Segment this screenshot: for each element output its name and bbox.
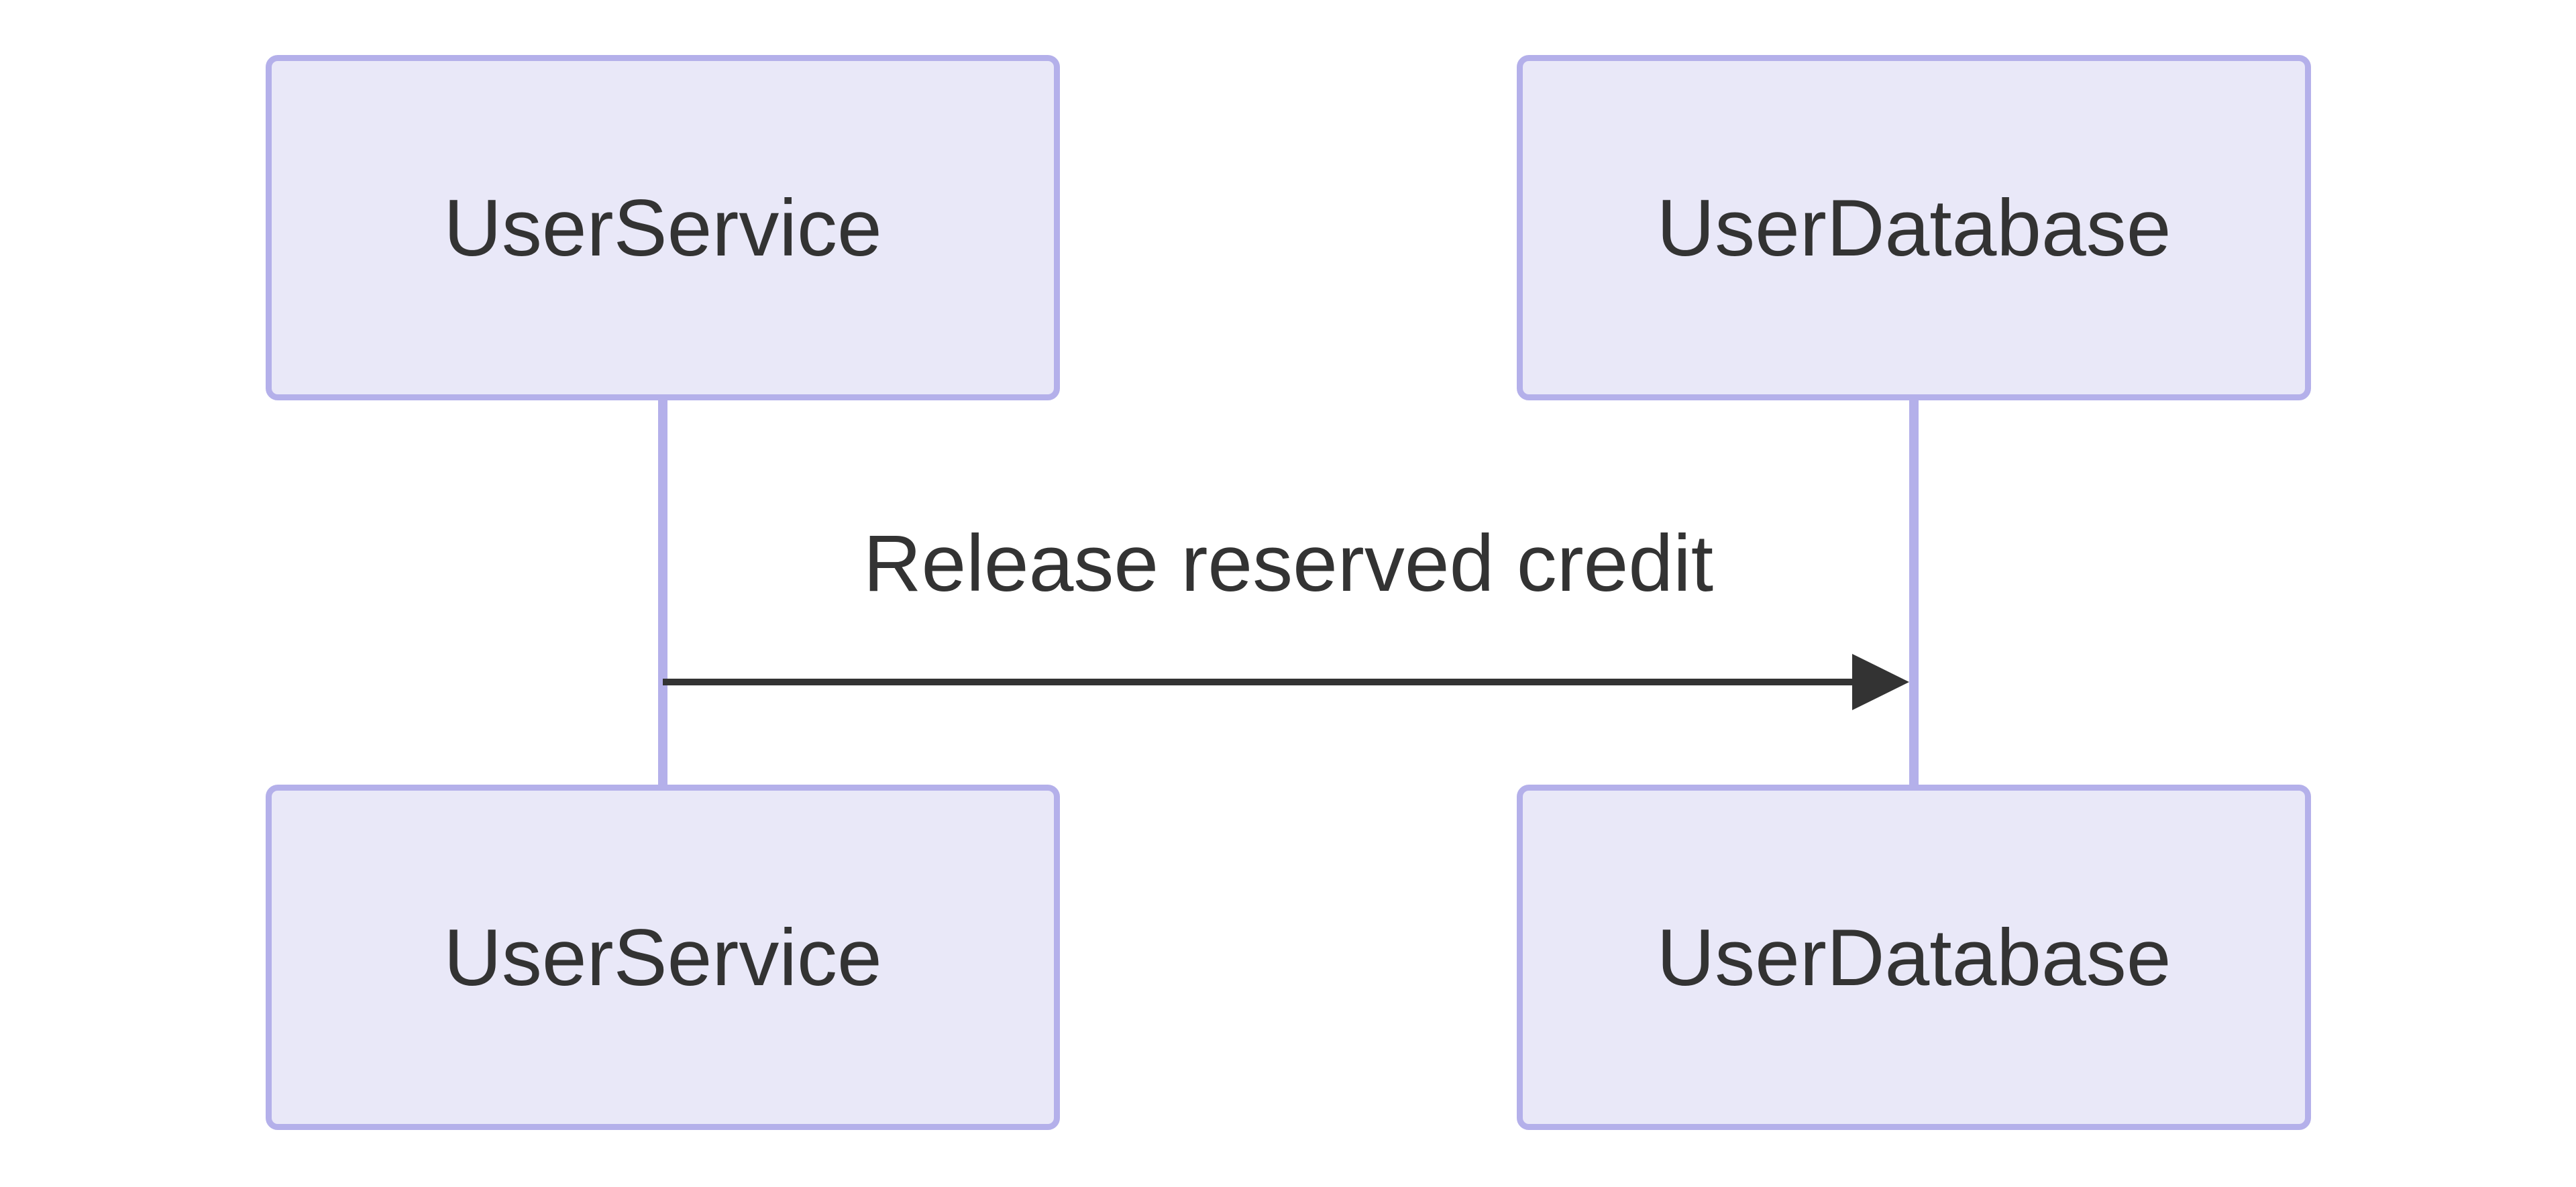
actor-label-userdatabase-top: UserDatabase bbox=[1656, 182, 2171, 273]
actor-label-userservice-top: UserService bbox=[443, 182, 882, 273]
actor-label-userservice-bottom: UserService bbox=[443, 912, 882, 1003]
lifeline-userdatabase bbox=[1909, 399, 1919, 786]
actor-box-userdatabase-top: UserDatabase bbox=[1517, 55, 2311, 400]
actor-box-userservice-bottom: UserService bbox=[266, 785, 1060, 1130]
actor-box-userservice-top: UserService bbox=[266, 55, 1060, 400]
message-arrowhead-icon bbox=[1852, 654, 1909, 710]
actor-box-userdatabase-bottom: UserDatabase bbox=[1517, 785, 2311, 1130]
lifeline-userservice bbox=[658, 399, 667, 786]
message-label: Release reserved credit bbox=[863, 518, 1714, 608]
actor-label-userdatabase-bottom: UserDatabase bbox=[1656, 912, 2171, 1003]
message-arrow-line bbox=[663, 679, 1852, 685]
